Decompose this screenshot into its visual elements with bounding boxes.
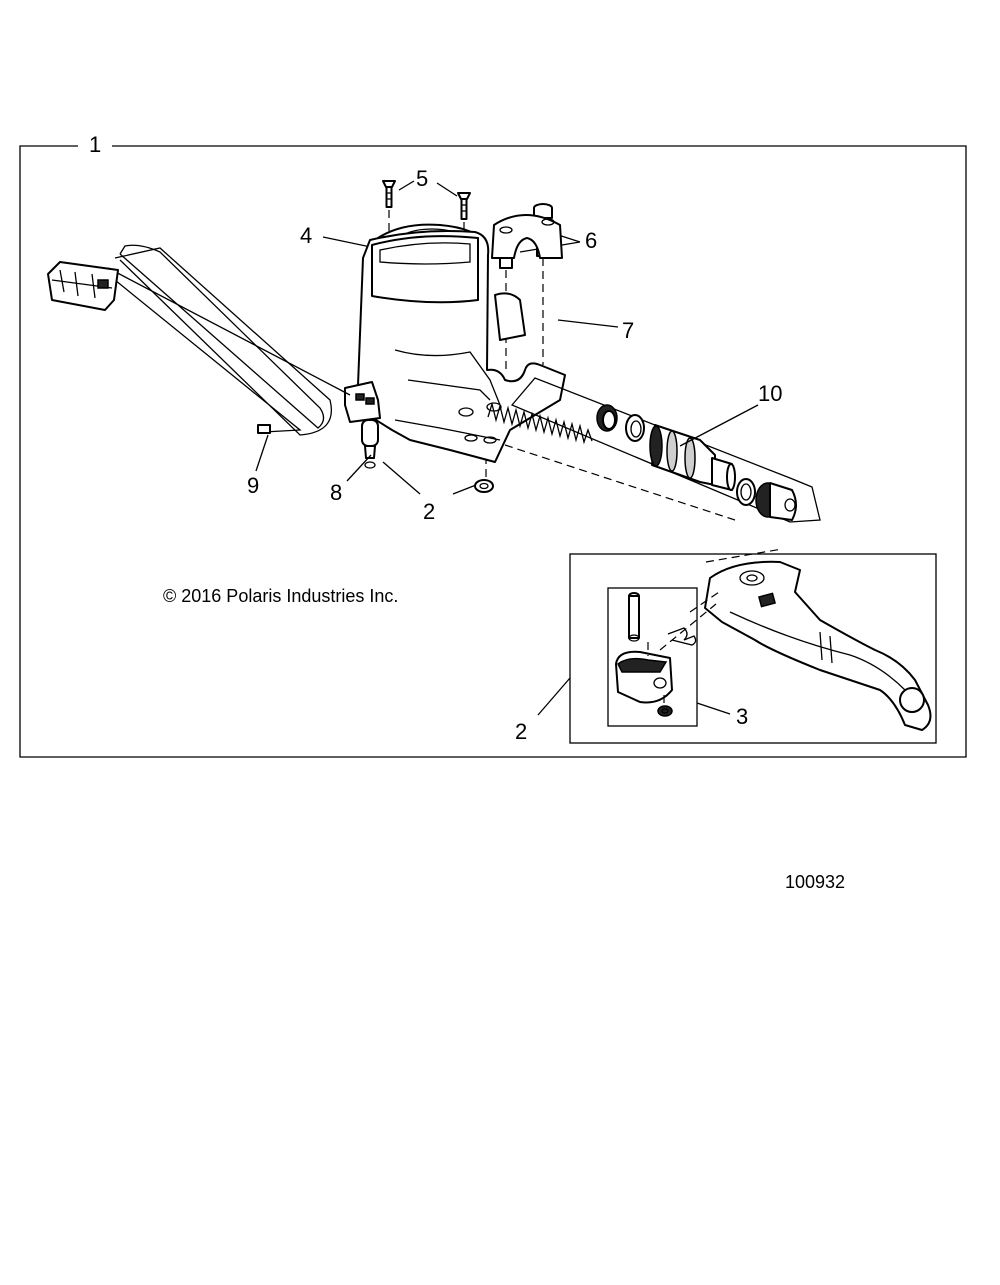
callout-9: 9 xyxy=(247,473,259,498)
callout-6: 6 xyxy=(585,228,597,253)
lever-inset-frame xyxy=(569,553,937,744)
callout-8: 8 xyxy=(330,480,342,505)
switch-bracket xyxy=(344,381,381,469)
return-spring xyxy=(667,627,697,646)
piston xyxy=(649,424,736,491)
seal-cup-1 xyxy=(596,404,618,432)
copyright-notice: © 2016 Polaris Industries Inc. xyxy=(163,586,398,606)
seal-ring-2 xyxy=(625,414,645,442)
callout-1: 1 xyxy=(89,132,101,157)
pivot-pin xyxy=(628,592,640,642)
callout-4: 4 xyxy=(300,223,312,248)
master-cylinder-body xyxy=(357,230,566,463)
callout-10: 10 xyxy=(758,381,782,406)
washer-small xyxy=(474,479,494,493)
dust-boot xyxy=(755,482,797,521)
callout-3: 3 xyxy=(736,704,748,729)
figure-number: 100932 xyxy=(785,872,845,892)
callout-7: 7 xyxy=(622,318,634,343)
adjuster-block xyxy=(615,650,673,704)
brake-lever xyxy=(704,560,932,731)
assembly-frame xyxy=(19,145,967,758)
spring xyxy=(487,401,593,445)
callout-2-inset: 2 xyxy=(515,719,527,744)
screw-right xyxy=(457,192,471,220)
screw-left xyxy=(382,180,396,208)
piston-kit xyxy=(487,377,821,523)
wire-harness xyxy=(107,244,351,436)
connector-plug xyxy=(47,261,119,311)
washer-ring xyxy=(736,478,756,506)
adjuster-washer xyxy=(657,705,673,717)
callout-2-upper: 2 xyxy=(423,499,435,524)
handlebar-clamp xyxy=(491,214,563,259)
callout-5: 5 xyxy=(416,166,428,191)
